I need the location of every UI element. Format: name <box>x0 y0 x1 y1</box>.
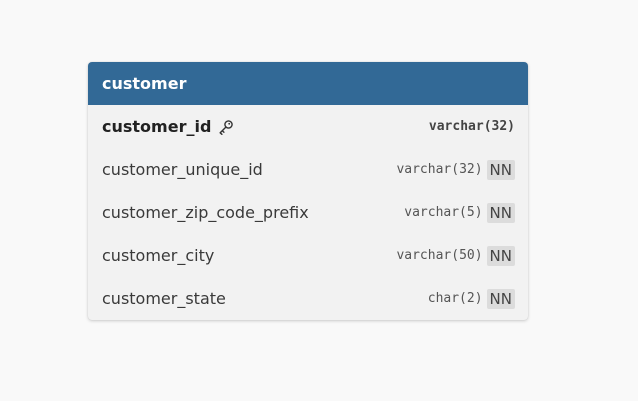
column-name: customer_zip_code_prefix <box>102 203 309 222</box>
column-list: customer_id varchar(32) customer_uni <box>88 105 528 320</box>
table-header[interactable]: customer <box>88 62 528 105</box>
table-title: customer <box>102 74 187 93</box>
entity-table-customer[interactable]: customer customer_id varchar(32) <box>88 62 528 320</box>
column-type: char(2) <box>427 291 483 306</box>
column-name: customer_id <box>102 117 212 136</box>
column-name: customer_city <box>102 246 215 265</box>
not-null-badge: NN <box>486 288 515 309</box>
not-null-badge: NN <box>486 245 515 266</box>
column-type: varchar(32) <box>396 162 483 177</box>
column-type: varchar(50) <box>396 248 483 263</box>
not-null-badge: NN <box>486 202 515 223</box>
column-row-customer-city[interactable]: customer_city varchar(50) NN <box>88 234 528 277</box>
column-name: customer_state <box>102 289 226 308</box>
key-icon <box>218 119 234 135</box>
column-row-customer-zip-code-prefix[interactable]: customer_zip_code_prefix varchar(5) NN <box>88 191 528 234</box>
column-type: varchar(5) <box>404 205 483 220</box>
column-row-customer-unique-id[interactable]: customer_unique_id varchar(32) NN <box>88 148 528 191</box>
column-row-customer-id[interactable]: customer_id varchar(32) <box>88 105 528 148</box>
column-row-customer-state[interactable]: customer_state char(2) NN <box>88 277 528 320</box>
column-type: varchar(32) <box>428 119 515 134</box>
column-name: customer_unique_id <box>102 160 263 179</box>
not-null-badge: NN <box>486 159 515 180</box>
